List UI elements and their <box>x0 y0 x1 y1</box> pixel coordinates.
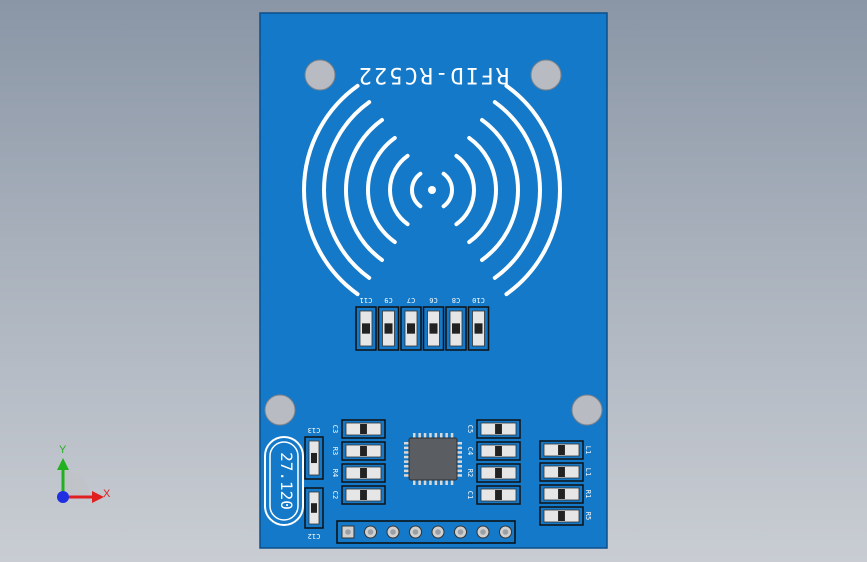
wave-arc-right <box>441 171 454 209</box>
component-label: C1 <box>466 491 474 499</box>
header-pin[interactable] <box>431 525 445 539</box>
component-label: R4 <box>331 469 339 477</box>
wave-arc-right <box>504 83 562 297</box>
component-label: C8 <box>452 296 460 304</box>
component[interactable]: C1 <box>466 485 521 505</box>
component-label: C9 <box>384 296 392 304</box>
component[interactable]: C11 <box>355 296 377 351</box>
component-label: R2 <box>466 469 474 477</box>
component-label: C5 <box>466 425 474 433</box>
component-label: C4 <box>466 447 474 455</box>
wave-arc-left <box>388 153 410 227</box>
component-label: C6 <box>429 296 437 304</box>
component[interactable]: R4 <box>331 463 386 483</box>
component[interactable]: L1 <box>539 462 592 482</box>
component-label: L1 <box>584 446 592 454</box>
wave-arc-left <box>366 135 397 245</box>
component[interactable]: C4 <box>466 441 521 461</box>
crystal-label: 27.120 <box>277 452 296 510</box>
wave-arc-right <box>467 135 498 245</box>
wave-arc-left <box>322 100 372 280</box>
wave-arc-right <box>480 118 520 262</box>
component[interactable]: R1 <box>539 484 592 504</box>
component-label: C10 <box>472 296 485 304</box>
component[interactable]: C10 <box>467 296 490 351</box>
x-axis-label: X <box>103 488 111 500</box>
board-title: RFID-RC522 <box>357 62 509 87</box>
coordinate-triad: Y X <box>57 444 111 503</box>
wave-arc-left <box>302 83 360 297</box>
header-pin[interactable] <box>476 525 490 539</box>
wave-center-dot <box>428 186 436 194</box>
wave-arc-right <box>492 100 542 280</box>
component[interactable]: C13 <box>304 426 324 480</box>
component[interactable]: C6 <box>422 296 445 351</box>
component-label: C3 <box>331 425 339 433</box>
component-label: R1 <box>584 490 592 498</box>
component-label: R3 <box>331 447 339 455</box>
antenna-capacitor-row: C11 C9 C7 C6 C8 C10 <box>355 296 490 351</box>
component-label: C11 <box>360 296 373 304</box>
component-label: C2 <box>331 491 339 499</box>
mounting-hole-top-left <box>304 59 336 91</box>
rc522-chip[interactable] <box>404 433 462 485</box>
origin-point <box>57 491 69 503</box>
mounting-hole-bottom-right <box>571 394 603 426</box>
component-label: C7 <box>407 296 415 304</box>
header-pin[interactable] <box>341 525 355 539</box>
crystal-oscillator[interactable]: 27.120 <box>264 436 304 526</box>
mounting-holes <box>264 59 603 426</box>
header-pin[interactable] <box>386 525 400 539</box>
y-axis-label: Y <box>59 444 67 456</box>
component[interactable]: R5 <box>539 506 592 526</box>
component[interactable]: C7 <box>400 296 422 351</box>
pin-header[interactable] <box>336 520 516 544</box>
wave-arc-right <box>454 153 476 227</box>
header-pin[interactable] <box>409 525 422 539</box>
rfid-wave-icon <box>302 83 562 297</box>
mounting-hole-top-right <box>530 59 562 91</box>
component[interactable]: C2 <box>331 485 386 505</box>
component-label: C13 <box>308 426 321 434</box>
component[interactable]: L1 <box>539 440 592 460</box>
component[interactable]: C3 <box>331 419 386 439</box>
component[interactable]: C5 <box>466 419 521 439</box>
header-pin[interactable] <box>364 525 377 539</box>
component[interactable]: C9 <box>377 296 400 351</box>
component[interactable]: C8 <box>445 296 467 351</box>
component-label: C12 <box>308 532 321 540</box>
component[interactable]: R2 <box>466 463 521 483</box>
mounting-hole-bottom-left <box>264 394 296 426</box>
component-label: L1 <box>584 468 592 476</box>
wave-arc-left <box>344 118 384 262</box>
component-label: R5 <box>584 512 592 520</box>
component[interactable]: R3 <box>331 441 386 461</box>
header-pin[interactable] <box>454 525 467 539</box>
header-pin[interactable] <box>499 525 512 539</box>
component[interactable] <box>304 487 324 529</box>
wave-arc-left <box>410 171 423 209</box>
